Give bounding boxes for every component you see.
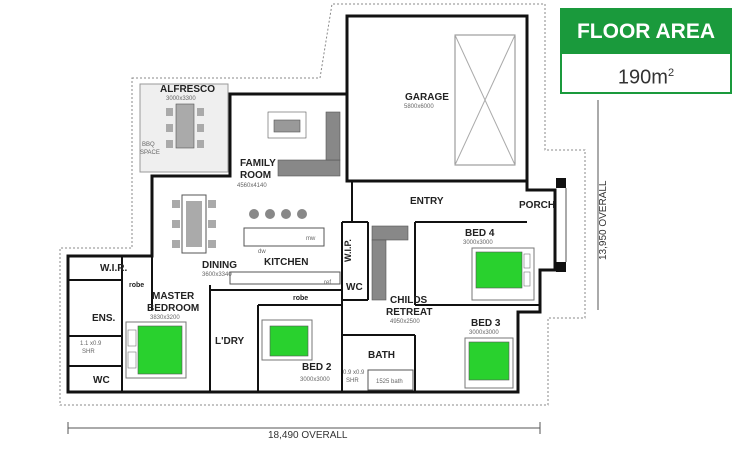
interior-walls <box>68 94 540 392</box>
floor-area-value: 190m2 <box>562 54 730 92</box>
floor-area-title: FLOOR AREA <box>562 10 730 54</box>
garage-door <box>454 34 516 166</box>
overall-width-label: 18,490 OVERALL <box>268 430 348 441</box>
garage-area <box>345 14 529 183</box>
bed3-dim: 3000x3000 <box>469 330 499 336</box>
ens-label: ENS. <box>92 313 116 324</box>
wc-hall-label: WC <box>346 282 363 293</box>
childs-label: CHILDS <box>390 295 428 306</box>
retreat-sofa <box>371 225 409 301</box>
garage-label: GARAGE <box>405 92 449 103</box>
house-outer-wall <box>66 92 557 394</box>
shr-ens-label-2: SHR <box>82 349 95 355</box>
shr-bath-label-2: SHR <box>346 378 359 384</box>
ref-label: ref <box>324 280 331 286</box>
porch-post <box>556 178 566 188</box>
family-dim: 4560x4140 <box>237 183 267 189</box>
bath-tub-label: 1525 bath <box>376 379 403 385</box>
master-label: MASTER <box>152 291 195 302</box>
kitchen-label: KITCHEN <box>264 257 308 268</box>
floor-area-panel: FLOOR AREA 190m2 <box>560 8 732 94</box>
robe-master-label: robe <box>129 282 144 289</box>
bed3-label: BED 3 <box>471 318 501 329</box>
dining-label: DINING <box>202 260 237 271</box>
bath-label: BATH <box>368 350 395 361</box>
wc-master-label: WC <box>93 375 110 386</box>
garage-dim: 5800x6000 <box>404 104 434 110</box>
childs-label-2: RETREAT <box>386 307 432 318</box>
bbq-label: BBQ <box>142 142 155 148</box>
bed-bed3 <box>464 337 514 389</box>
bed2-dim: 3000x3000 <box>300 377 330 383</box>
porch-post <box>556 262 566 272</box>
kitchen-island <box>229 209 341 285</box>
dining-dim: 3600x3340 <box>202 272 232 278</box>
wir-label: W.I.R. <box>100 263 127 274</box>
dining-table <box>172 194 216 254</box>
site-boundary <box>59 3 586 406</box>
entry-label: ENTRY <box>410 196 444 207</box>
childs-dim: 4950x2500 <box>390 319 420 325</box>
shr-ens-label: 1.1 x0.9 <box>80 341 102 347</box>
master-label-2: BEDROOM <box>147 303 199 314</box>
bath-tub <box>367 369 414 391</box>
bed-bed4 <box>471 247 535 301</box>
bed-master <box>125 321 187 379</box>
overall-depth-label: 13,950 OVERALL <box>598 180 609 260</box>
mw-label: mw <box>306 236 316 242</box>
shr-bath-label: 0.9 x0.9 <box>343 370 365 376</box>
alfresco-label: ALFRESCO <box>160 84 215 95</box>
ldry-label: L'DRY <box>215 336 245 347</box>
wip-label: W.I.P. <box>343 239 353 262</box>
floor-area-unit-sup: 2 <box>667 67 675 79</box>
garage-door-diagonal <box>454 34 516 166</box>
dw-label: dw <box>258 249 266 255</box>
floor-area-number: 190m <box>617 66 668 89</box>
robe-bed2-label: robe <box>293 295 308 302</box>
master-dim: 3830x3200 <box>150 315 180 321</box>
alfresco-table <box>166 103 204 149</box>
bed4-dim: 3000x3000 <box>463 240 493 246</box>
bed4-label: BED 4 <box>465 228 495 239</box>
family-sofa <box>267 111 341 177</box>
family-label: FAMILY <box>240 158 276 169</box>
bed2-label: BED 2 <box>302 362 332 373</box>
overall-width-line <box>67 422 541 434</box>
bed-bed2 <box>261 319 313 361</box>
bbq-label-2: SPACE <box>140 150 160 156</box>
porch-label: PORCH <box>519 200 555 211</box>
family-label-2: ROOM <box>240 170 271 181</box>
alfresco-dim: 3000x3300 <box>166 96 196 102</box>
